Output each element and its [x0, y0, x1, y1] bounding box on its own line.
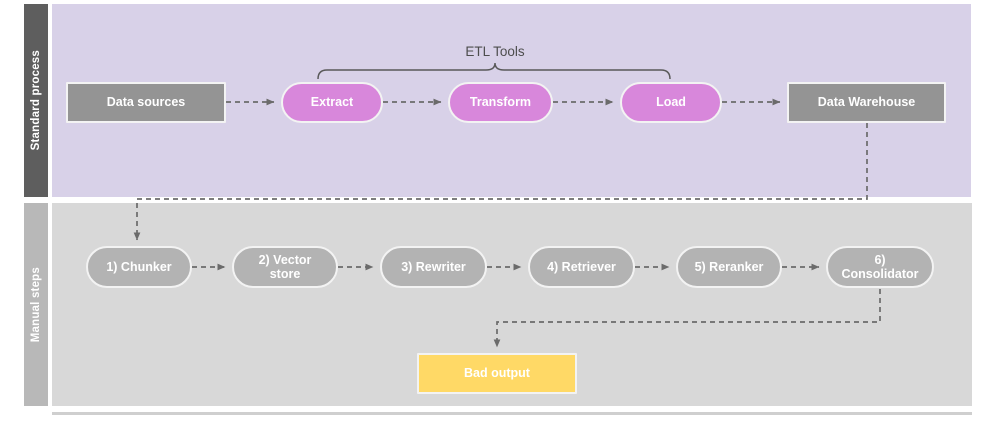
bottom-divider — [52, 412, 972, 415]
node-retriever[interactable]: 4) Retriever — [528, 246, 635, 288]
lane-manual-steps-label: Manual steps — [30, 266, 42, 343]
node-transform-label: Transform — [469, 95, 532, 110]
node-vector-store[interactable]: 2) Vector store — [232, 246, 338, 288]
node-data-warehouse[interactable]: Data Warehouse — [787, 82, 946, 123]
node-data-warehouse-label: Data Warehouse — [817, 95, 916, 110]
node-consolidator[interactable]: 6) Consolidator — [826, 246, 934, 288]
lane-standard-process-label-band: Standard process — [24, 4, 48, 197]
lane-standard-process-label: Standard process — [30, 50, 42, 151]
node-load-label: Load — [656, 95, 686, 110]
node-bad-output[interactable]: Bad output — [417, 353, 577, 394]
node-transform[interactable]: Transform — [448, 82, 553, 123]
node-reranker-label: 5) Reranker — [694, 259, 764, 274]
node-data-sources[interactable]: Data sources — [66, 82, 226, 123]
node-extract-label: Extract — [310, 95, 354, 110]
lane-manual-steps-label-band: Manual steps — [24, 203, 48, 406]
node-load[interactable]: Load — [620, 82, 722, 123]
node-retriever-label: 4) Retriever — [547, 259, 616, 274]
node-chunker-label: 1) Chunker — [106, 259, 172, 274]
node-bad-output-label: Bad output — [464, 366, 530, 381]
node-consolidator-label: 6) Consolidator — [841, 252, 919, 281]
node-extract[interactable]: Extract — [281, 82, 383, 123]
etl-tools-label: ETL Tools — [465, 44, 525, 59]
node-rewriter[interactable]: 3) Rewriter — [380, 246, 487, 288]
node-vector-store-label: 2) Vector store — [258, 252, 312, 281]
node-chunker[interactable]: 1) Chunker — [86, 246, 192, 288]
node-rewriter-label: 3) Rewriter — [401, 259, 466, 274]
node-data-sources-label: Data sources — [106, 95, 186, 110]
node-reranker[interactable]: 5) Reranker — [676, 246, 782, 288]
